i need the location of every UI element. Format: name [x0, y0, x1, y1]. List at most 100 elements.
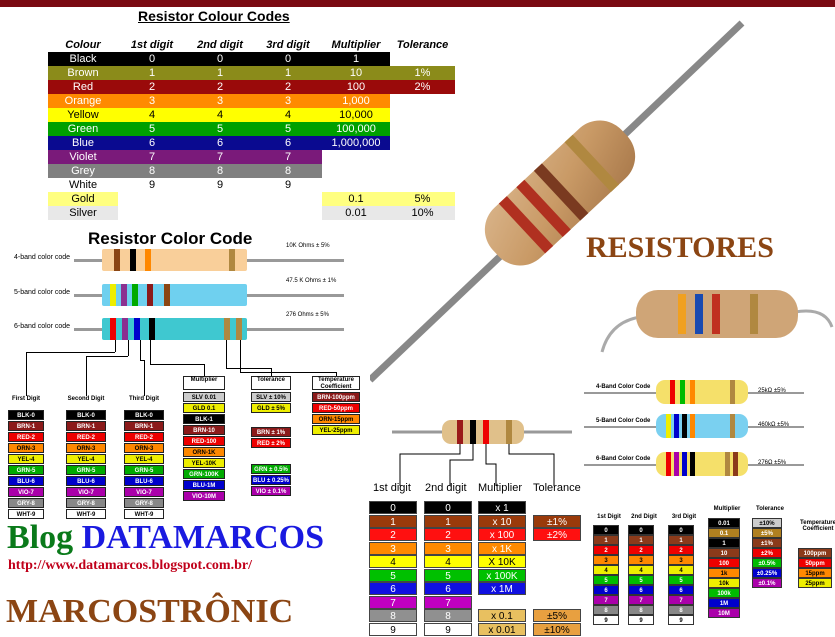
middle-digit1-cell: 6	[369, 582, 417, 595]
colour-table-cell: 4	[254, 108, 322, 122]
colour-table-cell: 0	[186, 52, 254, 66]
colour-table-cell: 2%	[390, 80, 455, 94]
photo-band-3	[533, 163, 589, 221]
colour-table-cell: 1%	[390, 66, 455, 80]
legend-item: VIO-10M	[183, 491, 225, 501]
legend-item: BLK-0	[8, 410, 44, 420]
middle-digit2-cell: 9	[424, 622, 472, 636]
colour-table-cell: White	[68, 179, 98, 191]
right-legend-item: 3	[628, 555, 654, 565]
legend-connector	[226, 340, 227, 368]
right-legend-item: 0.01	[708, 518, 740, 528]
legend-column-header: Temperature Coefficient	[312, 376, 360, 390]
colour-table-cell	[254, 192, 322, 206]
color-band	[134, 318, 140, 340]
color-band	[229, 249, 235, 271]
right-legend-item: ±2%	[752, 548, 782, 558]
colour-table-header: 1st digit	[130, 39, 174, 51]
colour-table-cell: 10	[322, 66, 390, 80]
legend-item: BRN-10	[183, 425, 225, 435]
middle-table-header: 1st digit	[373, 482, 411, 494]
legend-column-header: First Digit	[12, 396, 40, 402]
right-legend-item: 7	[668, 595, 694, 605]
colour-table-cell: 2	[118, 80, 186, 94]
right-column-header: Multiplier	[713, 506, 741, 512]
legend-item: BRN-1	[66, 421, 106, 431]
colour-table-cell	[186, 206, 254, 220]
right-legend-item: 50ppm	[798, 558, 832, 568]
middle-tolerance-cell: ±5%	[533, 609, 581, 622]
legend-item: RED ± 2%	[251, 438, 291, 448]
legend-item: YEL-10K	[183, 458, 225, 468]
right-legend-item: 7	[628, 595, 654, 605]
color-band	[110, 318, 116, 340]
colour-table-cell: 5	[118, 122, 186, 136]
right-column-header: Temperature Coefficient	[800, 520, 835, 532]
middle-digit2-cell: 4	[424, 555, 472, 568]
middle-table-header: 2nd digit	[425, 482, 467, 494]
color-band	[145, 249, 151, 271]
middle-digit2-cell: 7	[424, 595, 472, 609]
colour-table-header: 2nd digit	[197, 39, 243, 51]
colour-table-cell: 5%	[390, 192, 455, 206]
legend-item: ORN-3	[124, 443, 164, 453]
right-color-band	[670, 380, 675, 404]
colour-table-cell: 2	[254, 80, 322, 94]
legend-connector	[140, 340, 141, 360]
colour-table-cell: 1	[186, 66, 254, 80]
middle-digit2-cell: 2	[424, 528, 472, 541]
colour-table-cell: 9	[148, 179, 156, 191]
legend-connector	[115, 340, 116, 352]
color-band	[224, 318, 230, 340]
band-row-value: 47.5 K Ohms ± 1%	[286, 278, 337, 284]
legend-connector	[86, 356, 87, 396]
legend-item: BLK-1	[183, 414, 225, 424]
color-band	[149, 318, 155, 340]
right-legend-item: 4	[668, 565, 694, 575]
colour-table-header: 3rd digit	[266, 39, 310, 51]
colour-table-cell: 6	[186, 136, 254, 150]
right-legend-item: 6	[628, 585, 654, 595]
legend-item: BLU-6	[66, 476, 106, 486]
color-band	[114, 249, 120, 271]
band-row-label: 4-band color code	[14, 254, 71, 261]
legend-connector	[26, 352, 115, 353]
middle-digit1-cell: 3	[369, 541, 417, 555]
brand-name: MARCOSTRÔNIC	[6, 593, 294, 630]
legend-item: ORN-3	[66, 443, 106, 453]
colour-table-cell: 7	[118, 150, 186, 164]
right-legend-item: 1	[593, 535, 619, 545]
colour-table-title: Resistor Colour Codes	[138, 8, 290, 24]
right-legend-item: 8	[628, 605, 654, 615]
colour-table-cell: 6	[254, 136, 322, 150]
colour-table-cell: 8	[118, 164, 186, 178]
legend-item: RED-2	[124, 432, 164, 442]
right-color-band	[682, 414, 687, 438]
legend-item: BLK-0	[66, 410, 106, 420]
blog-url-link[interactable]: http://www.datamarcos.blogspot.com.br/	[8, 558, 252, 573]
colour-table-cell: 8	[186, 164, 254, 178]
legend-connector	[86, 356, 128, 357]
band-body	[102, 249, 247, 271]
color-band	[164, 284, 170, 306]
right-color-band	[730, 380, 735, 404]
right-color-band	[680, 380, 685, 404]
colour-table-cell: Silver	[48, 206, 118, 220]
middle-multiplier-cell: x 100K	[478, 568, 526, 582]
middle-digit2-cell: 0	[424, 501, 472, 514]
colour-table-cell: 10%	[390, 206, 455, 220]
middle-multiplier-cell: X 10K	[478, 555, 526, 568]
colour-table-cell: 5	[254, 122, 322, 136]
legend-item: BRN ± 1%	[251, 427, 291, 437]
colour-table-cell: 1	[322, 52, 390, 66]
legend-connector	[240, 340, 241, 372]
middle-multiplier-cell: x 10	[478, 514, 526, 528]
right-legend-item: 0	[593, 525, 619, 535]
right-color-band	[725, 452, 730, 476]
colour-table-cell: 1,000,000	[322, 136, 390, 150]
